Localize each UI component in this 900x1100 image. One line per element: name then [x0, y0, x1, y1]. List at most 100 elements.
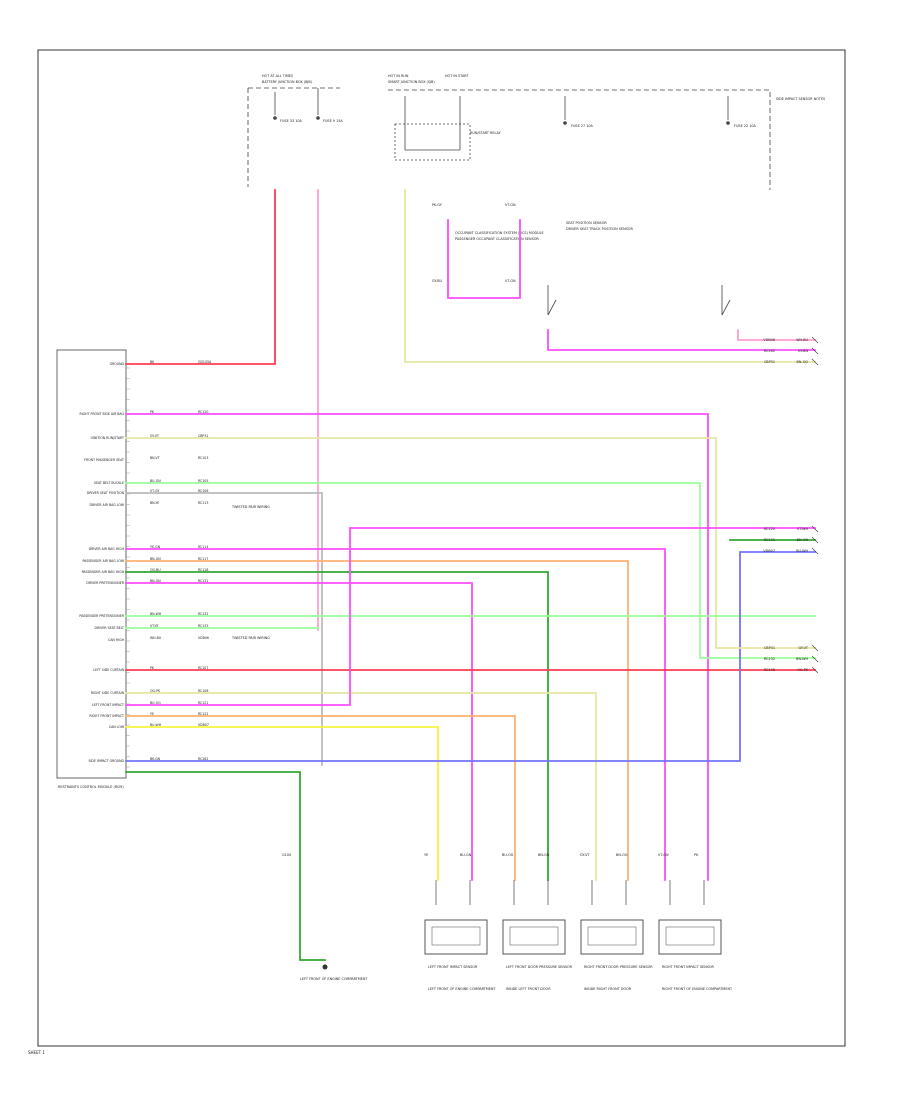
rcm-pin-circuit: RC118: [198, 568, 208, 572]
rcm-pin-circuit: RC107: [198, 666, 208, 670]
wire-tan-1: [125, 437, 717, 649]
rcm-pin-label: DRIVER PRETENSIONER: [86, 581, 124, 585]
rcm-title: RESTRAINTS CONTROL MODULE (RCM): [58, 785, 124, 789]
sensor-location: RIGHT FRONT OF ENGINE COMPARTMENT: [662, 987, 733, 991]
rcm-pin-wire: BN-YE: [150, 501, 159, 505]
fuse-2-symbol: [316, 116, 320, 120]
connector-arrow: [811, 655, 819, 663]
wire-orange-1: [125, 560, 629, 881]
rcm-pin-wire: PK: [150, 410, 155, 414]
sensor-icon: [665, 926, 715, 946]
rcm-pin-circuit: GD105A: [198, 360, 212, 364]
sensor-title: LEFT FRONT IMPACT SENSOR: [428, 965, 478, 969]
label-hot-in-run: HOT IN RUN: [388, 74, 409, 78]
rcm-pin-wire: YE-GN: [150, 545, 161, 549]
connector-wire-label: GY-VT: [798, 646, 808, 650]
rcm-pin-wire: GY-VT: [150, 434, 159, 438]
label-hot-at-all-times: HOT AT ALL TIMES: [262, 74, 293, 78]
label-relay: RUN/START RELAY: [470, 131, 502, 135]
rcm-pin-label: RIGHT SIDE CURTAIN: [91, 691, 125, 695]
seat-sensor: SEAT POSITION SENSOR DRIVER SEAT TRACK P…: [547, 221, 731, 316]
sensor-wire-b: BN-OG: [616, 853, 628, 857]
connector-wire-label: BN-OG: [797, 360, 809, 364]
seat-sensor-text: DRIVER SEAT TRACK POSITION SENSOR: [566, 227, 633, 231]
connector-arrow: [811, 536, 819, 544]
rcm-pin-label: DRIVER AIR BAG HIGH: [89, 547, 125, 551]
relay-box: [394, 123, 471, 161]
wire-blue-1: [125, 551, 816, 762]
label-bjb: BATTERY JUNCTION BOX (BJB): [262, 80, 313, 84]
rcm-pin-wire: BK-GN: [150, 757, 161, 761]
sensor-wire-b: PK: [694, 853, 699, 857]
rcm-pin-circuit: RC113: [198, 501, 208, 505]
sensor-location: INSIDE LEFT FRONT DOOR: [506, 987, 551, 991]
sensor-wire-b: BU-GN: [460, 853, 472, 857]
label-sjb: SMART JUNCTION BOX (SJB): [388, 80, 435, 84]
rcm-pin-wire: BU-OG: [150, 701, 161, 705]
label-fuse-1: FUSE 33 10A: [280, 119, 303, 123]
sensor-box: [658, 919, 722, 955]
wire-green-2: [125, 571, 549, 881]
rcm-pin-wire: YE: [150, 712, 154, 716]
connector-arrow: [811, 358, 819, 366]
wire-tan-top: [404, 189, 816, 363]
wire-magenta-2: [125, 548, 666, 881]
sensor-wire-a: GY-VT: [580, 853, 590, 857]
connector-circuit-label: RC162: [764, 349, 775, 353]
label-hot-in-start: HOT IN START: [445, 74, 469, 78]
rcm-pin-circuit: RC106: [198, 489, 208, 493]
rcm-pin-circuit: RC122: [198, 712, 208, 716]
sensor-icon: [431, 926, 481, 946]
connector-circuit-label: CBP31: [764, 360, 775, 364]
wire-seat-sensor-b: [737, 329, 816, 341]
rcm-pin-circuit: RC131: [198, 579, 208, 583]
wire-gray-1: [125, 492, 323, 766]
sensor-title: RIGHT FRONT IMPACT SENSOR: [662, 965, 715, 969]
rcm-pin-wire: BK: [150, 360, 155, 364]
rcm-pin-wire: BN-GN: [150, 579, 161, 583]
connector-wire-label: BN-GN: [797, 538, 809, 542]
fuse-3-symbol: [563, 121, 567, 125]
rcm-pin-wire: BU-GN: [150, 479, 161, 483]
connector-circuit-label: CBP31: [764, 646, 775, 650]
connector-wire-label: WH-BU: [796, 338, 808, 342]
label-fuse-2: FUSE 9 15A: [323, 119, 343, 123]
wire-dkgreen-1: [125, 771, 326, 961]
rcm-pin-wire: BN-GN: [150, 557, 161, 561]
rcm-pin-circuit: RC105: [198, 479, 208, 483]
rcm-pin-label: PASSENGER PRETENSIONER: [79, 614, 124, 618]
rcm-pin-circuit: RC114: [198, 545, 208, 549]
ground-text: LEFT FRONT OF ENGINE COMPARTMENT: [300, 977, 368, 981]
rcm-pin-wire: OG-BU: [150, 568, 161, 572]
wire-magenta-1: [125, 413, 709, 881]
rcm-pin-label: PASSENGER AIR BAG HIGH: [82, 570, 125, 574]
sensor-wire-a: BU-OG: [502, 853, 514, 857]
rcm-pin-label: DRIVER AIR BAG LOW: [90, 503, 125, 507]
connector-circuit-label: VDB06: [763, 338, 775, 342]
rcm-pin-circuit: RC121: [198, 701, 208, 705]
rcm-pin-label: LEFT SIDE CURTAIN: [93, 668, 124, 672]
rcm-pin-circuit: VDB07: [198, 723, 209, 727]
connector-wire-label: GY-BN: [798, 349, 809, 353]
rcm-pin-circuit: RC103: [198, 456, 208, 460]
ocs-title: OCCUPANT CLASSIFICATION SYSTEM (OCS) MOD…: [455, 231, 544, 235]
connector-circuit-label: RC132: [764, 657, 775, 661]
sensor-icon: [509, 926, 559, 946]
sensor-location: INSIDE RIGHT FRONT DOOR: [584, 987, 632, 991]
connector-wire-label: BN-WH: [796, 657, 808, 661]
wire-power-red: [125, 189, 276, 365]
seat-sensor-title: SEAT POSITION SENSOR: [566, 221, 607, 225]
rcm-pin-circuit: RC132: [198, 612, 208, 616]
rcm-pin-label: RIGHT FRONT SIDE AIR BAG: [80, 412, 125, 416]
connector-arrow: [811, 347, 819, 355]
wire-tan-2: [125, 692, 597, 881]
ground-point: G100 LEFT FRONT OF ENGINE COMPARTMENT: [282, 853, 368, 981]
ocs-wire-a: PK-GY: [432, 203, 443, 207]
rcm-pin-label: IGNITION RUN/START: [91, 436, 124, 440]
wire-harness: [125, 189, 816, 961]
rcm-pin-wire: VT-GY: [150, 489, 159, 493]
occupant-sensor: PK-GY VT-GN OCCUPANT CLASSIFICATION SYST…: [432, 203, 544, 283]
rcm-pin-label: RIGHT FRONT IMPACT: [89, 714, 124, 718]
